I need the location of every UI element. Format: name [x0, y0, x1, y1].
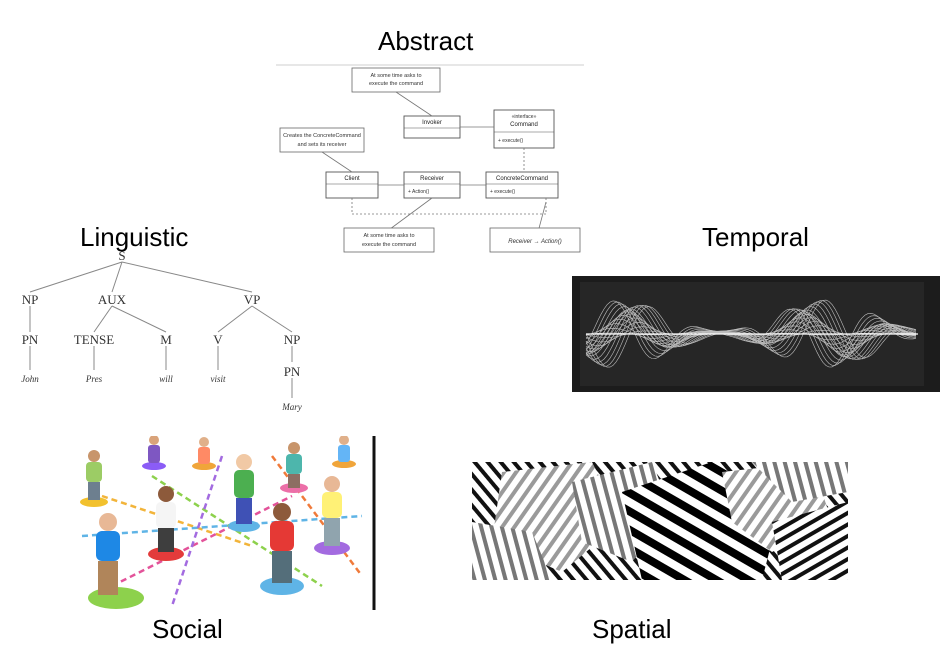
tree-node-aux: AUX: [98, 292, 127, 307]
linguistic-label: Linguistic: [80, 222, 189, 252]
linguistic-parse-tree: S NP AUX VP PN TENSE M V NP PN John Pres…: [21, 248, 302, 412]
svg-text:execute the command: execute the command: [369, 81, 423, 87]
spatial-label: Spatial: [592, 614, 672, 644]
svg-text:Command: Command: [510, 122, 538, 128]
uml-note-receiver: Receiver → Action(): [489, 227, 581, 253]
tree-node-np: NP: [22, 292, 39, 307]
svg-text:+ execute(): + execute(): [498, 138, 523, 144]
svg-text:Client: Client: [344, 176, 360, 182]
tree-node-pn: PN: [22, 332, 39, 347]
temporal-waveform-image: [572, 276, 940, 392]
uml-client-class: Client: [325, 171, 379, 199]
tree-node-v: V: [213, 332, 223, 347]
svg-text:Invoker: Invoker: [422, 120, 442, 126]
tree-node-m: M: [160, 332, 172, 347]
svg-text:Creates the ConcreteCommand: Creates the ConcreteCommand: [283, 133, 361, 139]
svg-text:Receiver: Receiver: [420, 176, 444, 182]
uml-note-top: At some time asks to execute the command: [351, 67, 441, 93]
tree-leaf-pres: Pres: [85, 374, 103, 384]
spatial-stripe-pattern: [472, 462, 848, 580]
uml-receiver-class: Receiver + Action(): [403, 171, 461, 199]
svg-text:ConcreteCommand: ConcreteCommand: [496, 176, 548, 182]
svg-text:Receiver → Action(): Receiver → Action(): [508, 239, 561, 245]
tree-node-pn2: PN: [284, 364, 301, 379]
abstract-uml-diagram: At some time asks to execute the command…: [276, 64, 584, 253]
svg-text:+ Action(): + Action(): [408, 189, 430, 195]
uml-note-client: Creates the ConcreteCommand and sets its…: [279, 127, 365, 153]
uml-note-bottom: At some time asks to execute the command: [343, 227, 435, 253]
uml-command-interface: «interface» Command + execute(): [493, 109, 555, 149]
tree-leaf-visit: visit: [211, 374, 226, 384]
svg-text:At some time asks to: At some time asks to: [370, 73, 421, 79]
tree-leaf-mary: Mary: [281, 402, 302, 412]
tree-leaf-will: will: [159, 374, 173, 384]
social-network-photo: [72, 436, 376, 610]
svg-text:and sets its receiver: and sets its receiver: [298, 142, 347, 148]
uml-invoker-class: Invoker: [403, 115, 461, 139]
abstract-label: Abstract: [378, 26, 474, 56]
tree-node-s: S: [118, 248, 125, 263]
svg-text:At some time asks to: At some time asks to: [363, 233, 414, 239]
tree-node-tense: TENSE: [74, 332, 115, 347]
uml-concrete-command-class: ConcreteCommand + execute(): [485, 171, 559, 199]
uml-connectors: [321, 91, 547, 233]
svg-text:«interface»: «interface»: [512, 114, 537, 120]
tree-node-np2: NP: [284, 332, 301, 347]
social-label: Social: [152, 614, 223, 644]
temporal-label: Temporal: [702, 222, 809, 252]
svg-text:+ execute(): + execute(): [490, 189, 515, 195]
svg-text:execute the command: execute the command: [362, 242, 416, 248]
person-figures: [86, 436, 350, 595]
tree-node-vp: VP: [244, 292, 261, 307]
tree-leaf-john: John: [21, 374, 39, 384]
